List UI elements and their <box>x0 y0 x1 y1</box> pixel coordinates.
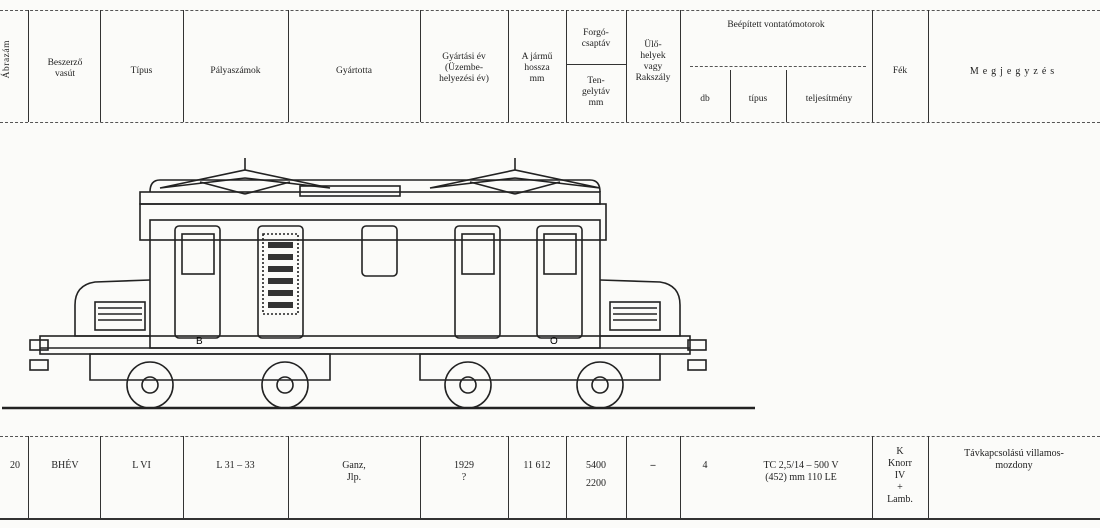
cell-ev: 1929 ? <box>420 460 508 484</box>
col-divider <box>928 10 929 122</box>
header-motorok-title: Beépített vontatómotorok <box>727 20 825 30</box>
cell-vasut: BHÉV <box>51 460 79 471</box>
header-motorok-tipus: típus <box>748 94 768 104</box>
col-divider <box>288 10 289 122</box>
col-divider <box>680 10 681 122</box>
header-gyarto: Gyártotta <box>336 66 372 76</box>
col-divider <box>566 10 567 122</box>
cell-line: ? <box>461 472 467 483</box>
col-divider <box>626 10 627 122</box>
header-beszerzo-vasut: Beszerző vasút <box>30 58 100 80</box>
header-line: mm <box>529 74 545 84</box>
header-line: (Üzembe- <box>445 63 483 73</box>
loco-right-letter: O <box>550 336 558 347</box>
header-tengelytav: Ten- gelytáv mm <box>566 76 626 109</box>
header-bottom-rule <box>0 122 1100 123</box>
cell-line: (452) mm 110 LE <box>765 472 837 483</box>
header-line: hossza <box>524 63 550 73</box>
cell-line: Jlp. <box>346 472 362 483</box>
row-divider <box>508 436 509 518</box>
row-divider <box>288 436 289 518</box>
header-ulohelyek: Ülő- helyek vagy Rakszály <box>626 40 680 84</box>
row-divider <box>183 436 184 518</box>
cell-line: Lamb. <box>887 494 913 505</box>
col-divider <box>786 70 787 122</box>
cell-tengelytav: 2200 <box>586 478 606 489</box>
header-line: Ülő- <box>644 40 662 50</box>
row-divider <box>680 436 681 518</box>
row-divider <box>420 436 421 518</box>
header-motorok-teljesitmeny: teljesítmény <box>805 94 853 104</box>
loco-left-letter: B <box>196 336 203 347</box>
header-fek: Fék <box>892 66 908 76</box>
header-line: csaptáv <box>581 39 611 49</box>
header-top-rule <box>0 10 1100 11</box>
header-line: vagy <box>643 62 663 72</box>
header-line: A jármű <box>521 52 553 62</box>
cell-line: + <box>897 482 903 493</box>
header-motorok-db: db <box>700 94 710 104</box>
header-line: vasút <box>54 69 76 79</box>
cell-motor-db: 4 <box>702 460 708 471</box>
header-line: mm <box>588 98 604 108</box>
header-line: Ten- <box>587 76 605 86</box>
header-gyartasi-ev: Gyártási év (Üzembe- helyezési év) <box>420 52 508 85</box>
header-abrazam: Ábrazám <box>2 40 12 79</box>
cell-line: K <box>896 446 904 457</box>
row-divider <box>872 436 873 518</box>
header-line: Beszerző <box>47 58 83 68</box>
cell-line: Távkapcsolású villamos- <box>964 448 1064 459</box>
header-line: gelytáv <box>582 87 610 97</box>
cell-line: mozdony <box>995 460 1033 471</box>
header-palyaszamok: Pályaszámok <box>210 66 261 76</box>
cell-line: TC 2,5/14 – 500 V <box>763 460 839 471</box>
header-jarmu-hossza: A jármű hossza mm <box>508 52 566 85</box>
cell-abrazam: 20 <box>10 460 20 471</box>
col-divider <box>28 10 29 122</box>
col-divider <box>872 10 873 122</box>
data-top-rule <box>0 436 1100 437</box>
cell-motor-tipus: TC 2,5/14 – 500 V (452) mm 110 LE <box>730 460 872 484</box>
header-tipus: Típus <box>130 66 153 76</box>
cell-tavok: 5400 2200 <box>566 460 626 490</box>
cell-line: Ganz, <box>342 460 366 471</box>
row-divider <box>626 436 627 518</box>
cell-gyarto: Ganz, Jlp. <box>288 460 420 484</box>
cell-line: 1929 <box>454 460 474 471</box>
header-forgocsaptav: Forgó- csaptáv <box>566 28 626 50</box>
row-divider <box>100 436 101 518</box>
col-divider <box>420 10 421 122</box>
subcol-rule <box>566 64 626 65</box>
cell-line: IV <box>894 470 906 481</box>
col-divider <box>508 10 509 122</box>
col-divider <box>183 10 184 122</box>
header-line: Rakszály <box>635 73 671 83</box>
header-line: helyezési év) <box>439 74 489 84</box>
subcol-rule <box>690 66 866 67</box>
cell-tipus: L VI <box>132 460 151 471</box>
col-divider <box>730 70 731 122</box>
row-divider <box>928 436 929 518</box>
cell-forgocsaptav: 5400 <box>586 460 606 471</box>
header-megjegyzes: Megjegyzés <box>969 66 1059 77</box>
data-bottom-rule <box>0 518 1100 520</box>
row-divider <box>28 436 29 518</box>
cell-line: Knorr <box>888 458 912 469</box>
cell-hossz: 11 612 <box>523 460 551 471</box>
row-divider <box>566 436 567 518</box>
col-divider <box>100 10 101 122</box>
header-line: Forgó- <box>583 28 609 38</box>
header-line: Gyártási év <box>442 52 486 62</box>
cell-fek: K Knorr IV + Lamb. <box>872 446 928 506</box>
header-line: helyek <box>640 51 666 61</box>
cell-palyaszamok: L 31 – 33 <box>216 460 255 471</box>
locomotive-drawing: B O <box>2 158 755 410</box>
cell-megjegyzes: Távkapcsolású villamos- mozdony <box>930 448 1098 472</box>
cell-ulohely: – <box>650 460 656 471</box>
